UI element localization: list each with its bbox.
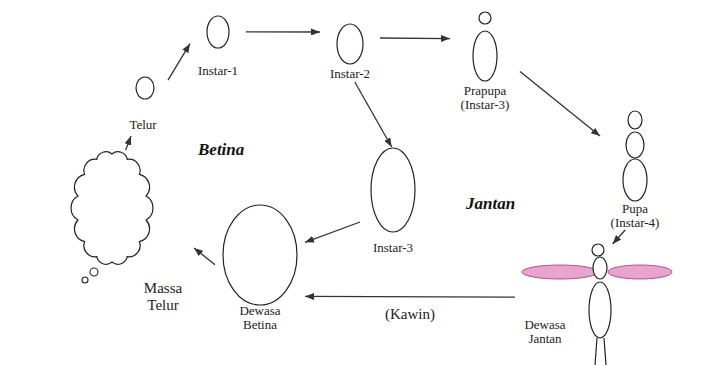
- group-label: Betina: [198, 140, 244, 160]
- stage-node: Massa Telur: [72, 150, 194, 316]
- arrow-connector: [305, 296, 515, 298]
- stage-label: Prapupa (Instar-3): [455, 84, 515, 112]
- stage-node: Dewasa Betina: [215, 204, 305, 336]
- stage-outline: [71, 152, 153, 265]
- stage-label: Instar-3: [360, 241, 426, 255]
- stage-node: Instar-3: [360, 147, 426, 259]
- arrow-connector: [355, 82, 392, 147]
- stage-label: Instar-2: [320, 67, 380, 81]
- stage-outline: [592, 244, 604, 256]
- arrow-connector: [520, 71, 600, 136]
- stage-outline: [628, 111, 642, 129]
- stage-outline: [223, 205, 297, 305]
- stage-outline: [136, 77, 154, 99]
- stage-outline: [337, 24, 363, 64]
- stage-node: Instar-1: [190, 14, 246, 80]
- group-label: Jantan: [466, 194, 515, 214]
- stage-outline: [595, 338, 597, 365]
- stage-shape: [515, 244, 675, 365]
- stage-label: Instar-1: [190, 64, 246, 78]
- stage-outline: [626, 132, 644, 158]
- stage-label: Telur: [118, 118, 168, 132]
- stage-node: Prapupa (Instar-3): [450, 10, 520, 114]
- stage-label: Dewasa Betina: [230, 304, 290, 332]
- arrow-connector: [380, 37, 450, 39]
- stage-node: Instar-2: [320, 22, 380, 82]
- stage-outline: [589, 282, 611, 338]
- stage-node: Dewasa Jantan: [515, 244, 675, 365]
- arrow-connector: [126, 136, 131, 150]
- stage-label: Massa Telur: [134, 280, 192, 314]
- arrow-connector: [194, 248, 215, 265]
- stage-outline: [479, 12, 491, 24]
- arrow-connector: [168, 44, 190, 80]
- stage-outline: [473, 31, 497, 81]
- stage-outline: [604, 338, 606, 365]
- stage-outline: [608, 265, 672, 279]
- stage-outline: [82, 277, 88, 283]
- stage-outline: [593, 257, 607, 279]
- stage-outline: [623, 159, 647, 201]
- stage-label: Pupa (Instar-4): [604, 202, 666, 230]
- edge-label: (Kawin): [383, 306, 437, 323]
- stage-outline: [371, 148, 415, 232]
- stage-node: Telur: [118, 74, 168, 136]
- stage-label: Dewasa Jantan: [515, 318, 575, 346]
- stage-outline: [522, 265, 598, 279]
- arrow-connector: [246, 31, 320, 33]
- arrow-connector: [305, 222, 360, 242]
- stage-outline: [207, 16, 229, 48]
- stage-outline: [90, 268, 98, 276]
- arrow-connector: [613, 230, 626, 244]
- stage-node: Pupa (Instar-4): [600, 108, 670, 230]
